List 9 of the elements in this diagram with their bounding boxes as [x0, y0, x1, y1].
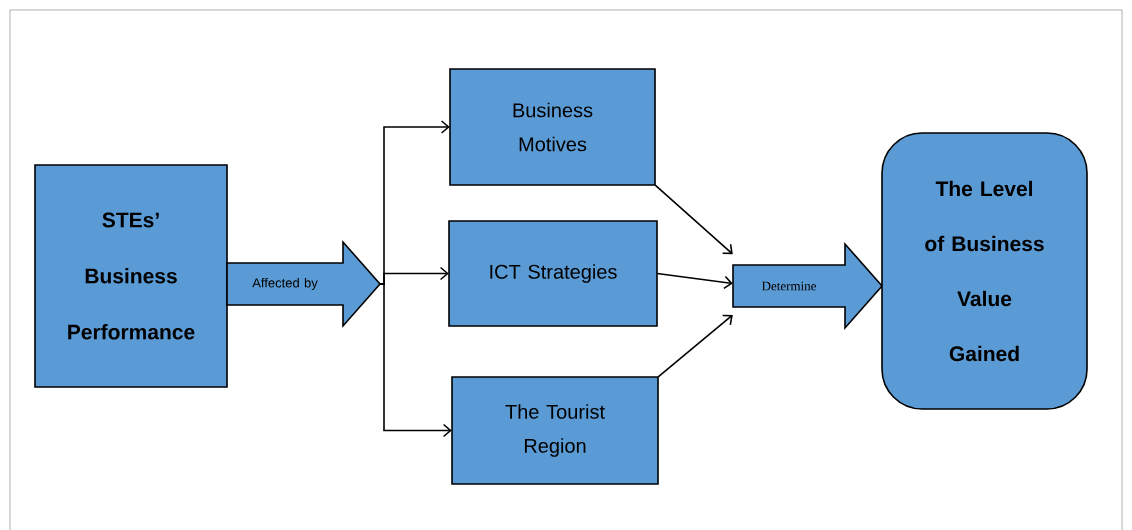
outcome-box: The Level of Business Value Gained [881, 132, 1088, 410]
process-box: Business Motives [449, 68, 656, 186]
arrow [656, 272, 733, 290]
arrow [379, 283, 452, 438]
arrow [657, 314, 733, 378]
process-box: The Tourist Region [451, 376, 659, 485]
process-box: STEs’ Business Performance [34, 164, 228, 388]
arrow [654, 184, 733, 255]
process-box: ICT Strategies [448, 220, 658, 327]
